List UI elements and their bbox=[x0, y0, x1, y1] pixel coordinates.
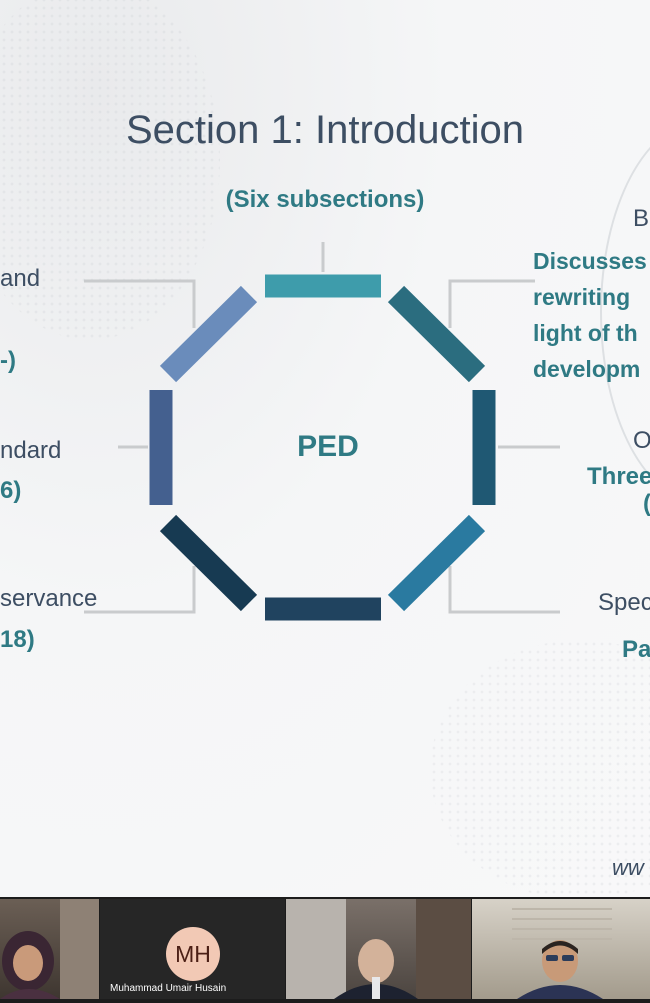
description-line: rewriting bbox=[533, 284, 631, 310]
center-label: PED bbox=[297, 430, 359, 463]
right-label: Three bbox=[587, 463, 650, 490]
connector-lines bbox=[84, 242, 560, 614]
left-label: 6) bbox=[0, 477, 22, 504]
octagon-segment bbox=[387, 285, 486, 383]
octagon-segment bbox=[159, 514, 258, 612]
participant-avatar: MH bbox=[166, 927, 220, 981]
octagon-diagram bbox=[84, 242, 560, 621]
participant-video bbox=[512, 908, 612, 999]
left-label: servance bbox=[0, 585, 98, 612]
connector-line bbox=[84, 566, 196, 614]
left-label: 18) bbox=[0, 626, 35, 653]
left-label: and bbox=[0, 265, 41, 292]
octagon-segment bbox=[387, 514, 486, 612]
left-label: ndard bbox=[0, 437, 62, 464]
right-label: B bbox=[633, 205, 650, 232]
right-label: ( bbox=[643, 490, 650, 518]
presentation-slide: Section 1: Introduction (Six subsections… bbox=[0, 0, 650, 897]
participant-video-tile[interactable] bbox=[0, 899, 99, 999]
right-label: Spec bbox=[598, 589, 650, 616]
connector-line bbox=[448, 279, 535, 328]
description-line: developm bbox=[533, 356, 641, 382]
decorative-dots bbox=[0, 0, 220, 340]
slide-title: Section 1: Introduction bbox=[125, 108, 525, 152]
octagon-segments bbox=[149, 274, 496, 621]
video-participants-bar bbox=[0, 897, 650, 1003]
subsection-description: Discusses rewriting light of th developm bbox=[533, 243, 647, 387]
participant-video-tile[interactable] bbox=[472, 899, 650, 999]
description-line: Discusses bbox=[533, 248, 647, 274]
participant-video bbox=[0, 899, 99, 999]
left-label: -) bbox=[0, 347, 16, 374]
website-url: ww bbox=[612, 855, 644, 880]
participant-video-tile[interactable] bbox=[286, 899, 471, 999]
participant-video bbox=[286, 899, 471, 999]
connector-line bbox=[448, 566, 560, 614]
description-line: light of th bbox=[533, 320, 638, 346]
slide-subtitle: (Six subsections) bbox=[225, 186, 425, 213]
octagon-segment bbox=[159, 285, 258, 383]
connector-line bbox=[84, 279, 196, 328]
participant-name: Muhammad Umair Husain bbox=[110, 983, 227, 994]
right-label: O bbox=[633, 427, 650, 454]
right-label: Pa bbox=[622, 636, 650, 663]
